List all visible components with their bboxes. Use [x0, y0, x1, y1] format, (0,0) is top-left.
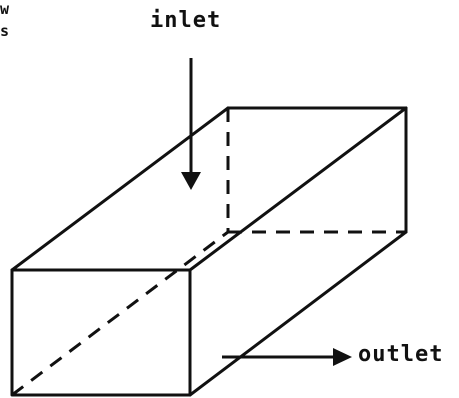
corner-label-w: w: [0, 0, 10, 18]
hidden-bottom-left-edge: [11, 230, 229, 397]
outlet-arrow: [222, 348, 352, 366]
top-left-edge: [10, 106, 230, 272]
front-face: [10, 268, 192, 397]
top-right-edge: [188, 106, 408, 272]
inlet-arrow: [181, 58, 201, 190]
bottom-right-edge: [188, 230, 408, 397]
outlet-label: outlet: [358, 342, 444, 367]
corner-label-s: s: [0, 22, 10, 40]
inlet-label: inlet: [150, 8, 222, 33]
